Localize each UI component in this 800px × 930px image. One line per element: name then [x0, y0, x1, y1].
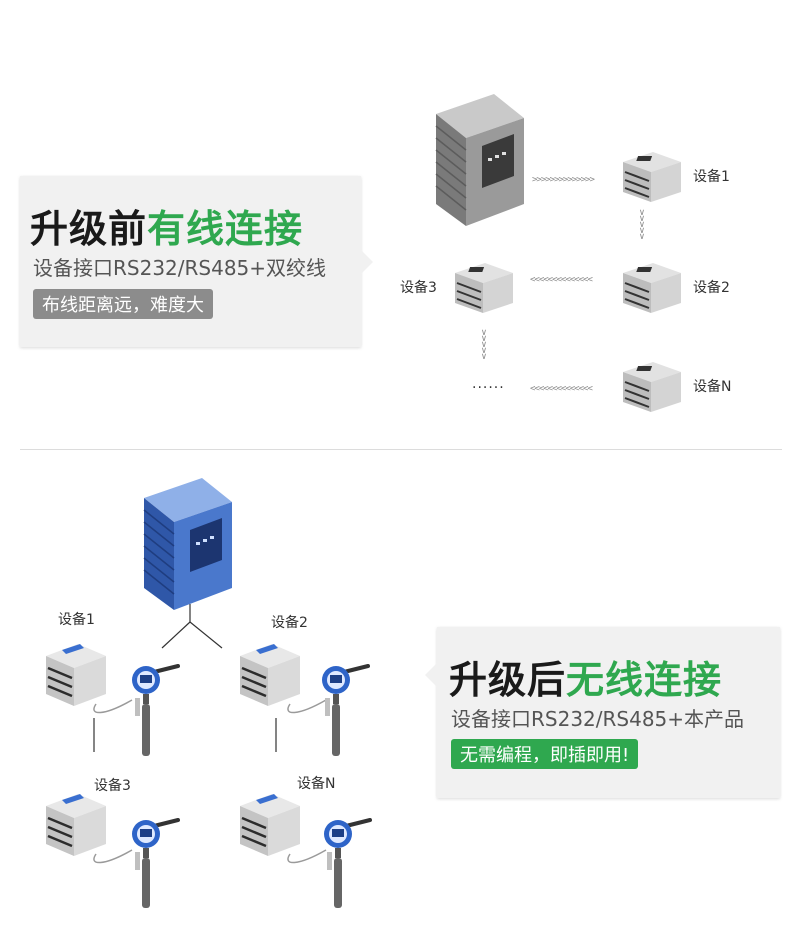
before-heading-prefix: 升级前: [30, 207, 148, 251]
arrow-down-glyph: ∨: [481, 352, 487, 362]
transmitter-2: [322, 664, 370, 756]
device-3-server: [455, 263, 513, 313]
before-subtitle: 设备接口RS232/RS485+双绞线: [33, 256, 327, 280]
wireless-device-n-label: 设备N: [297, 776, 336, 792]
wired-device-n-label: 设备N: [693, 379, 732, 395]
transmitter-n: [324, 818, 372, 908]
wireless-device-3-label: 设备3: [94, 778, 131, 794]
arrow-down-glyph: ∨: [481, 346, 487, 356]
arrow-down-glyph: ∨: [639, 226, 645, 236]
transmitter-3: [132, 818, 180, 908]
wireless-device-2-label: 设备2: [271, 615, 308, 631]
device-2-server: [623, 263, 681, 313]
wireless-device-n-server: [240, 794, 300, 856]
arrow-server-to-device-1: >>>>>>>>>>>>>>: [532, 175, 595, 185]
server-tower-blue: [143, 478, 232, 610]
after-heading: 升级后无线连接: [449, 649, 722, 704]
after-tag: 无需编程，即插即用!: [451, 739, 639, 769]
wireless-device-1-server: [46, 644, 106, 706]
wired-device-3-label: 设备3: [400, 280, 437, 296]
arrow-device-3-to-ellipsis: ∨ ∨ ∨ ∨ ∨: [479, 328, 489, 362]
after-callout-card: 升级后无线连接 设备接口RS232/RS485+本产品 无需编程，即插即用!: [425, 627, 780, 798]
before-callout-card: 升级前有线连接 设备接口RS232/RS485+双绞线 布线距离远，难度大: [20, 176, 373, 347]
arrow-down-glyph: ∨: [639, 208, 645, 218]
wired-device-1-label: 设备1: [693, 169, 730, 185]
device-n-server: [623, 362, 681, 412]
before-heading: 升级前有线连接: [30, 198, 303, 253]
after-heading-highlight: 无线连接: [566, 658, 723, 702]
wireless-device-2-server: [240, 644, 300, 706]
server-tower-gray: [435, 94, 524, 226]
before-heading-highlight: 有线连接: [147, 207, 304, 251]
transmitter-1: [132, 664, 180, 756]
wired-device-2-label: 设备2: [693, 280, 730, 296]
arrow-device-1-to-device-2: ∨ ∨ ∨ ∨ ∨: [637, 208, 647, 242]
arrow-down-glyph: ∨: [481, 340, 487, 350]
arrow-down-glyph: ∨: [639, 220, 645, 230]
arrow-down-glyph: ∨: [481, 328, 487, 338]
wireless-device-3-server: [46, 794, 106, 856]
wired-ellipsis: ......: [472, 376, 505, 392]
device-1-server: [623, 152, 681, 202]
before-tag: 布线距离远，难度大: [33, 289, 213, 319]
arrow-down-glyph: ∨: [639, 232, 645, 242]
section-divider: [20, 449, 782, 450]
arrow-device-n-to-ellipsis: <<<<<<<<<<<<<<: [530, 384, 593, 394]
arrow-down-glyph: ∨: [639, 214, 645, 224]
after-subtitle: 设备接口RS232/RS485+本产品: [451, 707, 745, 731]
after-heading-prefix: 升级后: [449, 658, 567, 702]
arrow-device-2-to-device-3: <<<<<<<<<<<<<<: [530, 275, 593, 285]
arrow-down-glyph: ∨: [481, 334, 487, 344]
wireless-device-1-label: 设备1: [58, 612, 95, 628]
